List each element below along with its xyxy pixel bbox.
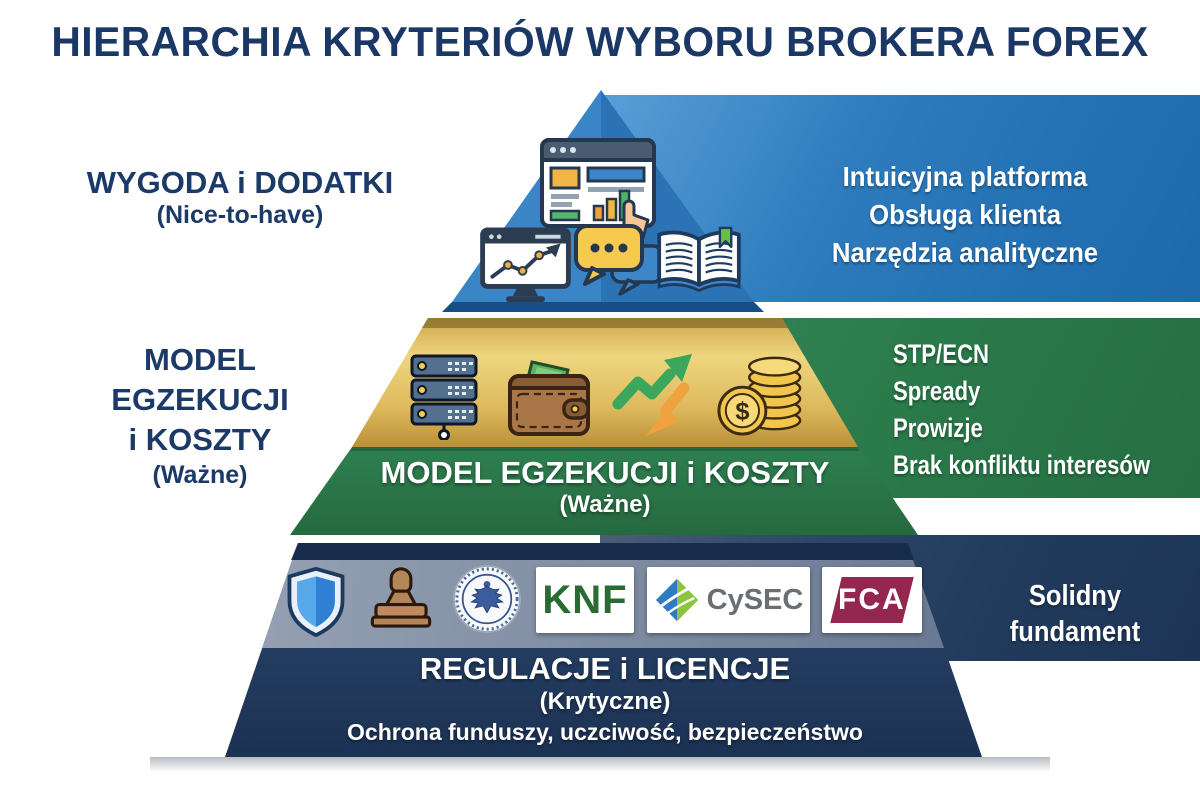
fca-parallelogram: FCA bbox=[830, 577, 914, 623]
label-execution-line3: i KOSZTY bbox=[128, 422, 272, 457]
dollar-symbol: $ bbox=[735, 397, 749, 425]
open-book-icon bbox=[650, 226, 748, 300]
band-blue-text: Intuicyjna platforma Obsługa klienta Nar… bbox=[758, 158, 1172, 272]
coin-stack-svg: $ bbox=[717, 356, 802, 436]
tier-execution-bevel bbox=[422, 318, 788, 328]
eagle-seal-svg bbox=[452, 564, 522, 634]
label-execution-line1: MODEL bbox=[144, 342, 256, 377]
trend-arrows-icon bbox=[612, 350, 698, 438]
tier-execution-title: MODEL EGZEKUCJI i KOSZTY bbox=[380, 455, 830, 490]
tier-execution-divider bbox=[351, 447, 859, 451]
cysec-logo-text: CySEC bbox=[706, 583, 804, 616]
band-navy-line2: fundament bbox=[1009, 616, 1141, 648]
tier-convenience-bevel bbox=[442, 302, 764, 312]
band-navy-text: Solidny fundament bbox=[965, 578, 1185, 650]
chat-bubbles-svg bbox=[574, 224, 664, 296]
band-green-line2: Spready bbox=[893, 376, 981, 406]
label-convenience-subtitle: (Nice-to-have) bbox=[156, 201, 324, 229]
tier-regulations-bevel bbox=[291, 543, 914, 560]
label-convenience-title: WYGODA i DODATKI bbox=[86, 165, 394, 200]
band-green-line4: Brak konfliktu interesów bbox=[893, 450, 1151, 480]
label-convenience: WYGODA i DODATKI (Nice-to-have) bbox=[60, 166, 420, 230]
analytics-monitor-icon bbox=[478, 226, 573, 304]
analytics-monitor-svg bbox=[480, 227, 571, 303]
chat-bubbles-icon bbox=[572, 222, 668, 302]
server-stack-icon bbox=[408, 354, 480, 440]
label-execution: MODEL EGZEKUCJI i KOSZTY (Ważne) bbox=[65, 340, 335, 490]
wallet-icon bbox=[506, 358, 594, 438]
tier-execution-caption: MODEL EGZEKUCJI i KOSZTY (Ważne) bbox=[300, 456, 910, 520]
stamp-svg bbox=[370, 567, 432, 628]
server-stack-svg bbox=[410, 354, 478, 440]
band-blue-line3: Narzędzia analityczne bbox=[831, 237, 1099, 268]
shield-svg bbox=[287, 566, 345, 638]
label-execution-subtitle: (Ważne) bbox=[152, 461, 248, 489]
cysec-logo: CySEC bbox=[647, 567, 810, 633]
knf-logo: KNF bbox=[536, 567, 634, 633]
trend-arrows-svg bbox=[612, 354, 692, 436]
tier-execution-green-band bbox=[290, 447, 918, 535]
coin-stack-icon: $ bbox=[716, 352, 804, 438]
tier-execution-subtitle: (Ważne) bbox=[559, 491, 651, 518]
eagle-seal-icon bbox=[452, 563, 522, 635]
stamp-icon bbox=[367, 563, 435, 639]
knf-logo-text: KNF bbox=[542, 577, 628, 622]
open-book-svg bbox=[657, 226, 741, 293]
fca-logo-text: FCA bbox=[838, 583, 906, 616]
label-execution-line2: EGZEKUCJI bbox=[111, 382, 289, 417]
tier-regulations-description: Ochrona funduszy, uczciwość, bezpieczeńs… bbox=[347, 719, 863, 745]
band-green-line1: STP/ECN bbox=[893, 339, 989, 369]
band-blue-line2: Obsługa klienta bbox=[869, 199, 1061, 230]
band-green-line3: Prowizje bbox=[893, 413, 983, 443]
pyramid-ground-shadow bbox=[150, 757, 1050, 772]
shield-icon bbox=[284, 566, 348, 638]
page-title: HIERARCHIA KRYTERIÓW WYBORU BROKERA FORE… bbox=[51, 18, 1149, 65]
band-green-text: STP/ECN Spready Prowizje Brak konfliktu … bbox=[893, 336, 1150, 484]
tier-regulations-subtitle: (Krytyczne) bbox=[539, 688, 671, 715]
fca-logo: FCA bbox=[822, 567, 922, 633]
band-navy-line1: Solidny bbox=[1028, 580, 1122, 612]
tier-regulations-caption: REGULACJE i LICENCJE (Krytyczne) Ochrona… bbox=[240, 651, 970, 749]
band-blue-line1: Intuicyjna platforma bbox=[842, 161, 1088, 192]
cysec-diamond-icon bbox=[655, 578, 698, 622]
tier-regulations-title: REGULACJE i LICENCJE bbox=[419, 651, 791, 686]
wallet-svg bbox=[508, 360, 590, 436]
